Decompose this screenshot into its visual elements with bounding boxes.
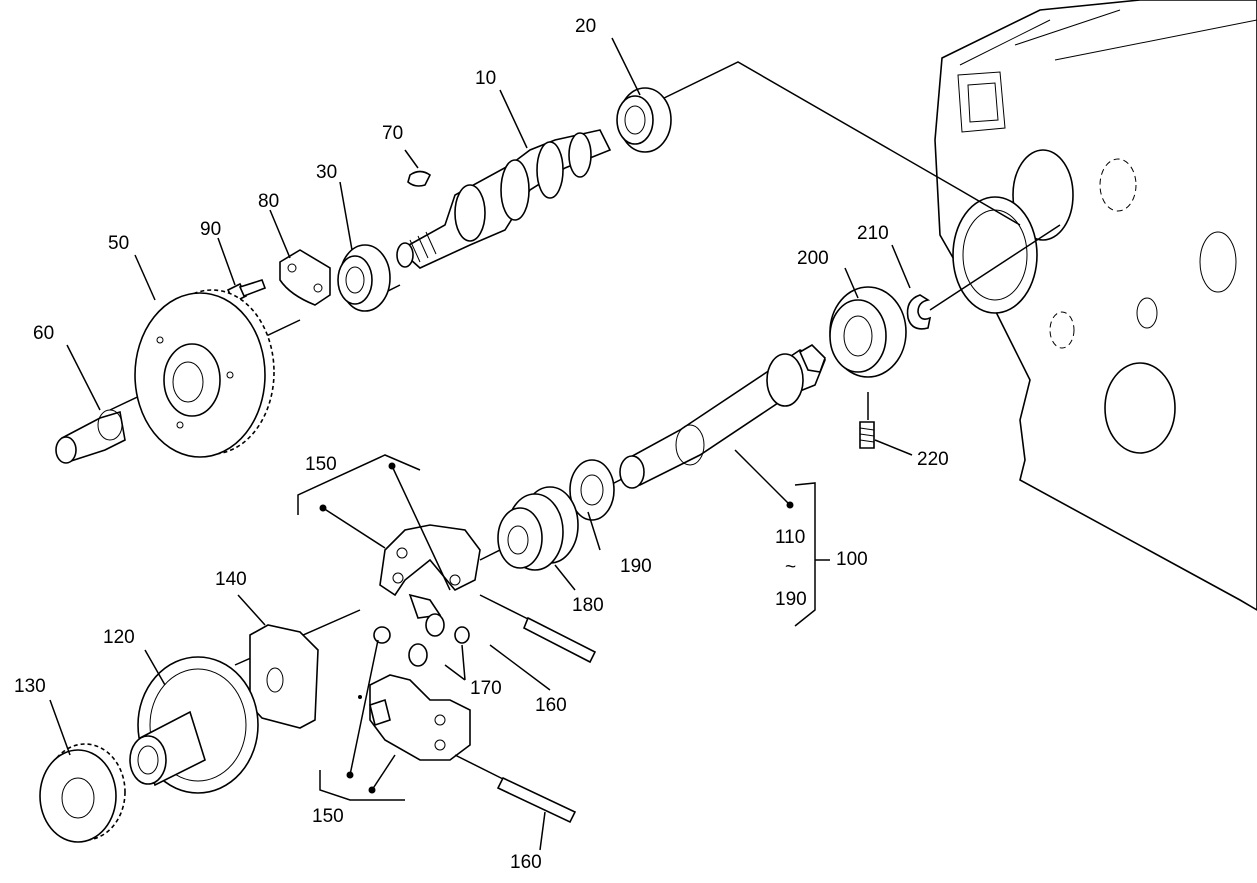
label-180: 180 (572, 595, 604, 616)
label-10: 10 (475, 68, 496, 89)
label-170: 170 (470, 678, 502, 699)
snap-ring-part-210 (906, 294, 932, 330)
label-160-bottom: 160 (510, 852, 542, 873)
label-tilde: ~ (785, 557, 796, 578)
label-100: 100 (836, 549, 868, 570)
gear-part-50 (134, 289, 275, 458)
label-140: 140 (215, 569, 247, 590)
label-20: 20 (575, 16, 596, 37)
plate-part-80 (279, 249, 331, 306)
shaft-part-60 (55, 409, 126, 464)
holder-part-120 (129, 656, 259, 794)
sleeve-part-180 (497, 486, 579, 571)
label-220: 220 (917, 449, 949, 470)
label-30: 30 (316, 162, 337, 183)
label-130: 130 (14, 676, 46, 697)
bearing-part-200 (829, 286, 907, 378)
gear-part-130 (39, 743, 126, 843)
governor-weight-top-part-150 (379, 524, 481, 619)
camshaft-part-10 (396, 129, 612, 269)
label-150-bottom: 150 (312, 806, 344, 827)
label-110: 110 (775, 527, 805, 548)
pin-bottom-part-160 (454, 754, 577, 824)
brackets (297, 454, 830, 801)
label-90: 90 (200, 219, 221, 240)
label-200: 200 (797, 248, 829, 269)
label-50: 50 (108, 233, 129, 254)
label-190: 190 (620, 556, 652, 577)
governor-shaft-part-110 (619, 343, 827, 489)
plate-part-140 (249, 624, 319, 729)
set-screw-part-220 (859, 392, 875, 449)
part-labels: 20 10 70 30 80 90 50 60 210 200 220 150 … (14, 16, 949, 873)
label-60: 60 (33, 323, 54, 344)
leader-lines (49, 37, 913, 851)
washer-part-190 (569, 459, 615, 521)
label-190-range: 190 (775, 589, 807, 610)
label-160-top: 160 (535, 695, 567, 716)
label-70: 70 (382, 123, 403, 144)
bushing-part-170 (373, 613, 470, 667)
label-150-top: 150 (305, 454, 337, 475)
pin-top-part-160 (479, 594, 597, 664)
bearing-part-20 (616, 87, 672, 153)
label-210: 210 (857, 223, 889, 244)
leader-dots (319, 462, 794, 794)
bearing-part-30 (337, 244, 391, 312)
key-part-70 (404, 149, 432, 187)
label-80: 80 (258, 191, 279, 212)
governor-weight-bottom-part-150 (369, 674, 471, 761)
engine-block (934, 0, 1257, 611)
label-120: 120 (103, 627, 135, 648)
